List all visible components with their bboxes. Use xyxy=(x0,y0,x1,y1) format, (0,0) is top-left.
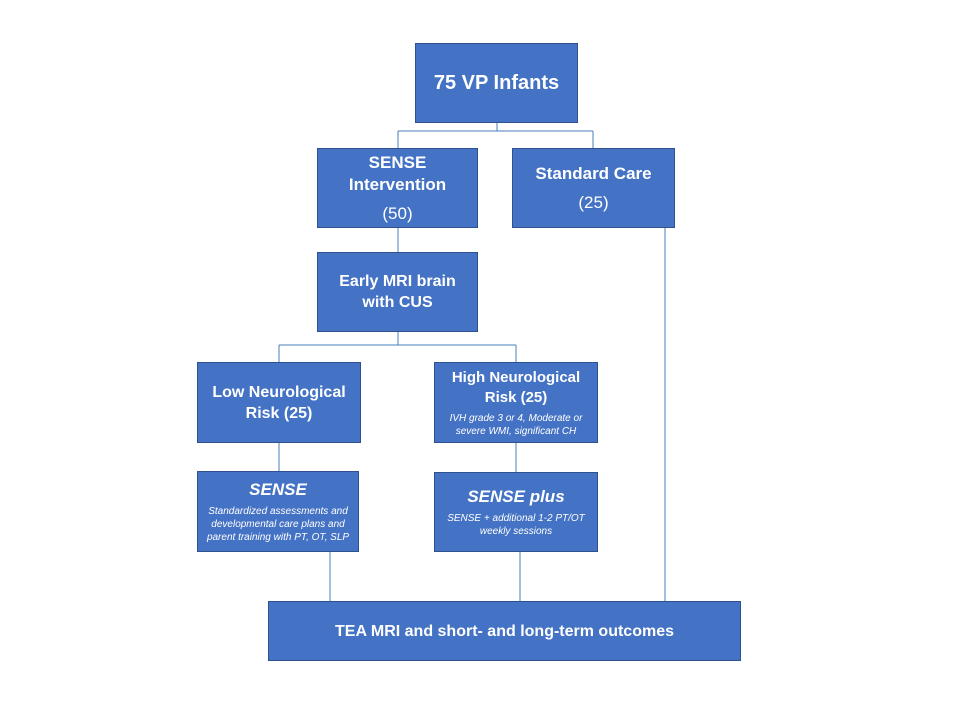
node-sense-intervention-count: (50) xyxy=(382,204,413,223)
node-sense-note-line1: Standardized assessments and xyxy=(208,506,348,517)
node-sense-note-line2: developmental care plans and xyxy=(211,519,345,530)
node-sense-title: SENSE xyxy=(249,480,307,499)
node-high-risk: High Neurological Risk (25) IVH grade 3 … xyxy=(434,362,598,443)
node-sense-note: Standardized assessments and development… xyxy=(203,505,353,544)
node-outcomes: TEA MRI and short- and long-term outcome… xyxy=(268,601,741,661)
node-sense-plus: SENSE plus SENSE + additional 1-2 PT/OT … xyxy=(434,472,598,552)
node-early-mri-line1: Early MRI brain xyxy=(339,273,456,290)
node-standard-care: Standard Care (25) xyxy=(512,148,675,228)
node-high-risk-note-line1: IVH grade 3 or 4, Moderate or xyxy=(449,412,583,424)
node-low-risk-line1: Low Neurological xyxy=(212,383,346,401)
node-low-risk: Low Neurological Risk (25) xyxy=(197,362,361,443)
node-outcomes-label: TEA MRI and short- and long-term outcome… xyxy=(335,622,674,640)
node-vp-infants: 75 VP Infants xyxy=(415,43,578,123)
node-vp-infants-label: 75 VP Infants xyxy=(433,71,560,94)
node-sense-plus-title: SENSE plus xyxy=(467,487,565,506)
node-sense-plus-note: SENSE + additional 1-2 PT/OT weekly sess… xyxy=(443,512,589,538)
node-standard-care-count: (25) xyxy=(578,193,609,212)
node-sense-intervention: SENSE Intervention (50) xyxy=(317,148,478,228)
node-sense: SENSE Standardized assessments and devel… xyxy=(197,471,359,552)
node-sense-note-line3: parent training with PT, OT, SLP xyxy=(206,532,350,543)
node-sense-plus-note-line2: weekly sessions xyxy=(479,526,553,537)
node-high-risk-note: IVH grade 3 or 4, Moderate or severe WMI… xyxy=(446,412,587,438)
node-sense-intervention-label: SENSE Intervention xyxy=(348,153,447,194)
node-high-risk-line1: High Neurological xyxy=(451,368,581,386)
node-high-risk-line2: Risk (25) xyxy=(484,388,548,406)
node-standard-care-label: Standard Care xyxy=(535,164,652,183)
node-early-mri: Early MRI brain with CUS xyxy=(317,252,478,332)
node-sense-plus-note-line1: SENSE + additional 1-2 PT/OT xyxy=(447,513,585,524)
node-low-risk-line2: Risk (25) xyxy=(245,404,313,422)
node-early-mri-line2: with CUS xyxy=(362,294,433,311)
node-high-risk-note-line2: severe WMI, significant CH xyxy=(455,425,577,437)
